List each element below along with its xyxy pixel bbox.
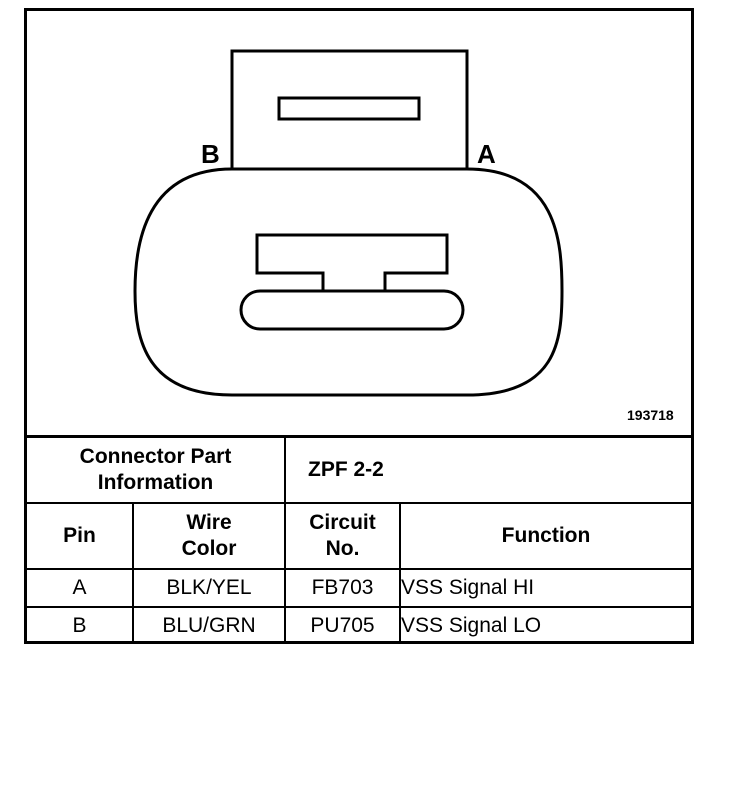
pin-b-label: B xyxy=(201,139,220,169)
pin-a-label: A xyxy=(477,139,496,169)
table-row: B BLU/GRN PU705 VSS Signal LO xyxy=(27,606,691,644)
header-circuit-line1: Circuit xyxy=(309,511,376,534)
header-circuit-line2: No. xyxy=(325,537,360,560)
header-wire-color: Wire Color xyxy=(132,502,286,570)
row-a-function: VSS Signal HI xyxy=(399,568,691,608)
header-wire-color-line1: Wire xyxy=(186,511,232,534)
header-function: Function xyxy=(399,502,691,570)
connector-part-info-label-line1: Connector Part xyxy=(79,445,232,468)
row-b-pin: B xyxy=(27,606,134,644)
connector-info-table: Connector Part Information ZPF 2-2 Pin W… xyxy=(27,435,691,644)
header-pin: Pin xyxy=(27,502,134,570)
connector-part-info-row: Connector Part Information ZPF 2-2 xyxy=(27,435,691,504)
figure-number: 193718 xyxy=(627,407,674,423)
connector-diagram: B A 193718 xyxy=(133,49,674,423)
connector-body xyxy=(133,167,564,397)
row-b-wire-color: BLU/GRN xyxy=(132,606,286,644)
column-header-row: Pin Wire Color Circuit No. Function xyxy=(27,502,691,570)
row-a-pin: A xyxy=(27,568,134,608)
table-row: A BLK/YEL FB703 VSS Signal HI xyxy=(27,568,691,608)
connector-figure-frame: B A 193718 Connector Part Information ZP… xyxy=(24,8,694,644)
connector-part-info-label: Connector Part Information xyxy=(27,435,286,504)
row-a-circuit: FB703 xyxy=(284,568,401,608)
terminal-cavity-upper xyxy=(255,233,449,293)
header-circuit: Circuit No. xyxy=(284,502,401,570)
row-b-function: VSS Signal LO xyxy=(399,606,691,644)
row-b-circuit: PU705 xyxy=(284,606,401,644)
connector-part-info-label-line2: Information xyxy=(97,471,214,494)
locking-tab xyxy=(230,49,469,171)
tab-slot xyxy=(277,96,421,121)
header-wire-color-line2: Color xyxy=(181,537,237,560)
terminal-cavity-lower xyxy=(239,289,465,331)
connector-part-info-value: ZPF 2-2 xyxy=(284,435,691,504)
row-a-wire-color: BLK/YEL xyxy=(132,568,286,608)
